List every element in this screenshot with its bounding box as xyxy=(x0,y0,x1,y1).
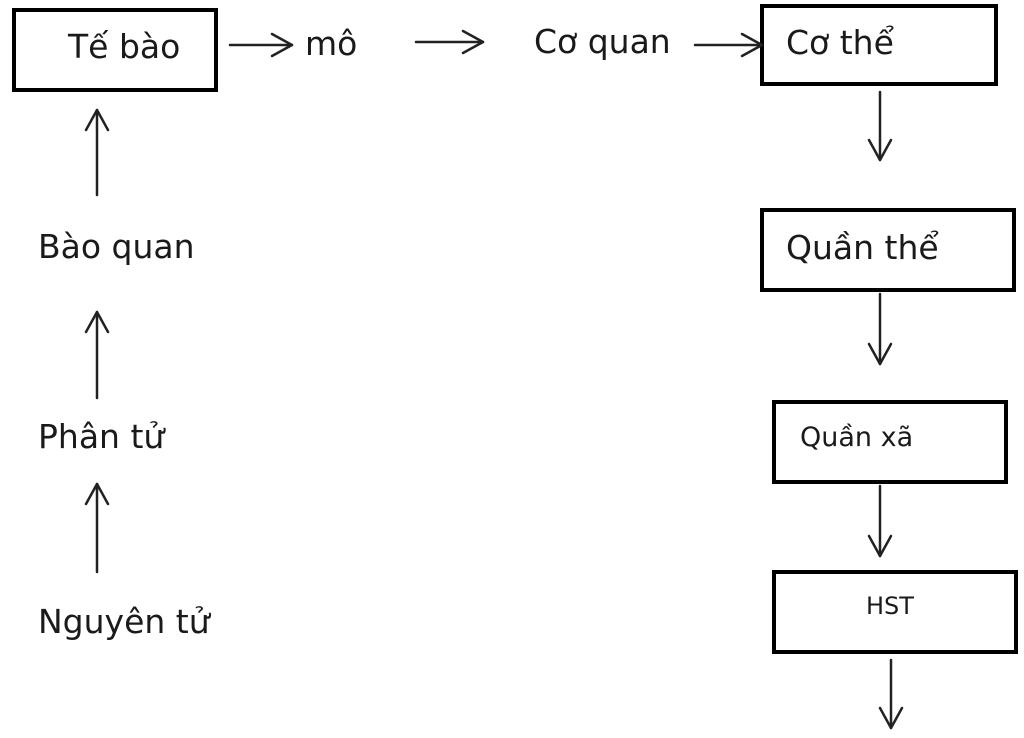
label-co-quan: Cơ quan xyxy=(534,22,671,61)
arrow-nguyen-tu-to-phan-tu xyxy=(84,482,110,574)
label-phan-tu: Phân tử xyxy=(38,417,165,456)
arrow-quan-xa-to-hst xyxy=(867,484,893,558)
label-mo: mô xyxy=(305,24,358,63)
arrow-te-bao-to-mo xyxy=(228,32,294,58)
arrow-hst-down xyxy=(878,658,904,730)
arrow-co-the-to-quan-the xyxy=(867,90,893,162)
box-te-bao xyxy=(12,8,218,92)
label-quan-the: Quần thể xyxy=(786,228,939,267)
box-hst xyxy=(772,570,1018,654)
arrow-mo-to-co-quan xyxy=(414,29,485,55)
label-hst: HST xyxy=(866,592,914,620)
box-quan-xa xyxy=(772,400,1008,484)
box-co-the xyxy=(760,4,998,86)
arrow-quan-the-to-quan-xa xyxy=(867,292,893,366)
label-nguyen-tu: Nguyên tử xyxy=(38,602,210,641)
label-co-the: Cơ thể xyxy=(786,23,894,62)
arrow-bao-quan-to-te-bao xyxy=(84,108,110,197)
arrow-co-quan-to-co-the xyxy=(693,32,764,58)
label-quan-xa: Quần xã xyxy=(800,422,914,453)
arrow-phan-tu-to-bao-quan xyxy=(84,310,110,400)
label-bao-quan: Bào quan xyxy=(38,227,195,266)
label-te-bao: Tế bào xyxy=(68,27,181,66)
box-quan-the xyxy=(760,208,1016,292)
